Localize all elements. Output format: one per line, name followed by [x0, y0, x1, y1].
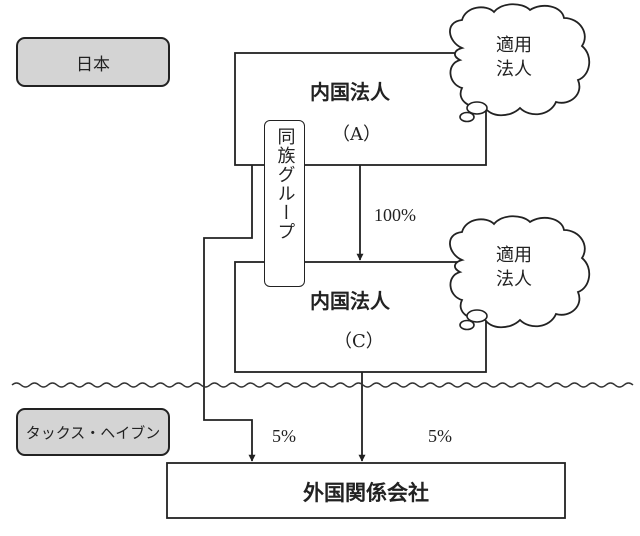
arrow-a-to-foreign — [203, 165, 256, 462]
ownership-a-to-c: 100% — [374, 205, 416, 225]
cloud-a-bubble — [449, 3, 591, 123]
corp-a-label: （A） — [332, 124, 381, 145]
border-wave-line — [11, 382, 634, 388]
corp-a-bubble-text: 適用 法人 — [496, 34, 532, 82]
corp-c-name: 内国法人 — [310, 289, 390, 313]
ownership-c-to-foreign: 5% — [428, 426, 452, 446]
region-label-japan-text: 日本 — [76, 54, 110, 75]
region-label-japan: 日本 — [16, 37, 170, 87]
corp-c-bubble-text: 適用 法人 — [496, 244, 532, 292]
region-label-tax-haven: タックス・ヘイブン — [16, 408, 170, 456]
foreign-affiliate-box — [166, 462, 566, 519]
corp-a-bubble-line1: 適用 — [496, 35, 532, 56]
foreign-affiliate-name: 外国関係会社 — [303, 481, 429, 505]
corp-c-bubble-line2: 法人 — [496, 269, 532, 290]
family-group-label: 同族グループ — [274, 127, 296, 241]
corp-a-bubble-line2: 法人 — [496, 59, 532, 80]
family-group-pill: 同族グループ — [264, 120, 305, 287]
corp-a-name: 内国法人 — [310, 80, 390, 104]
corp-c-bubble-line1: 適用 — [496, 245, 532, 266]
ownership-a-to-foreign: 5% — [272, 426, 296, 446]
corp-c-label: （C） — [334, 331, 384, 352]
region-label-tax-haven-text: タックス・ヘイブン — [25, 423, 161, 442]
cloud-c-bubble — [449, 215, 591, 331]
